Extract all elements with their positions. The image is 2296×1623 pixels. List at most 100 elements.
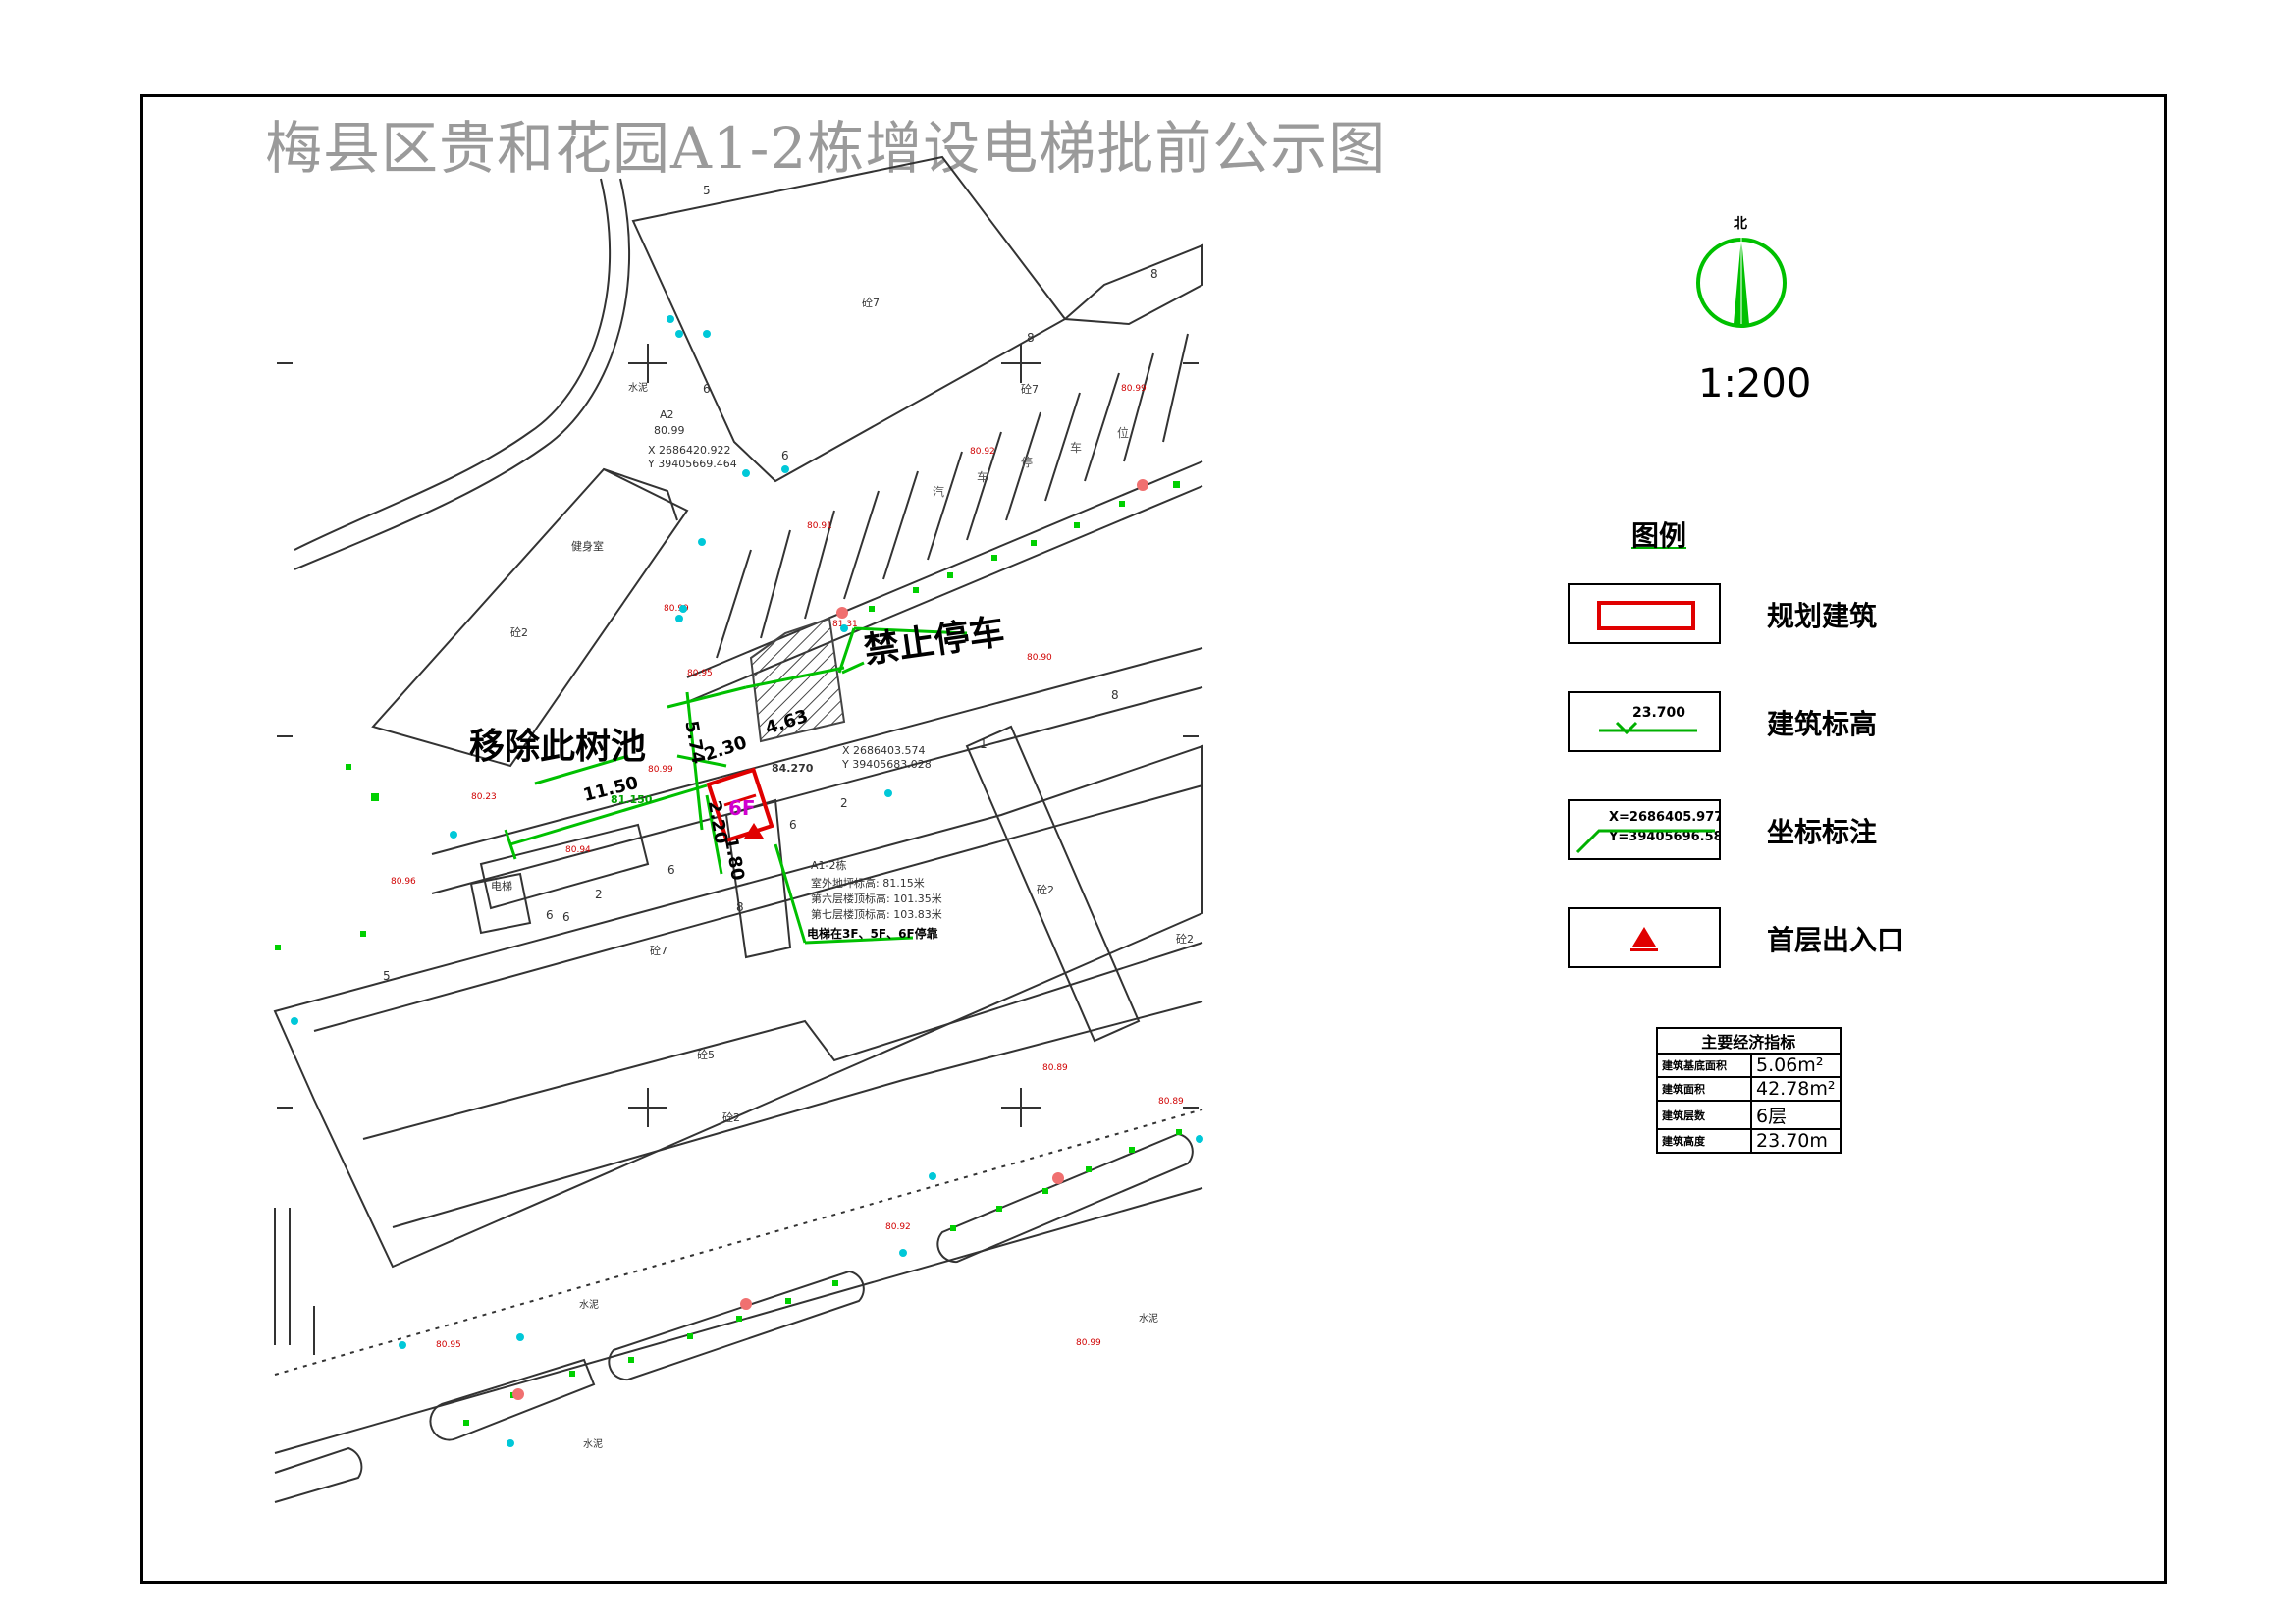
north-label: 北 bbox=[1734, 216, 1747, 232]
building-note-2: 第六层楼顶标高: 101.35米 bbox=[811, 892, 942, 905]
coordinate-sample-x: X=2686405.977 bbox=[1609, 810, 1719, 825]
coord-b-x: X 2686403.574 bbox=[842, 744, 926, 757]
indicator-key: 建筑基底面积 bbox=[1656, 1053, 1752, 1078]
building-floor-label: 砼7 bbox=[862, 297, 880, 309]
indicator-value: 6层 bbox=[1750, 1100, 1842, 1130]
coord-a2-x: X 2686420.922 bbox=[648, 444, 731, 457]
floor-number: 5 bbox=[383, 969, 391, 983]
floor-number: 8 bbox=[1111, 688, 1119, 702]
spot-elev: 80.99 bbox=[664, 604, 689, 614]
spot-elev: 80.94 bbox=[565, 845, 591, 855]
legend-item-elevation: 23.700 bbox=[1568, 691, 1721, 752]
road-label: 水泥 bbox=[579, 1298, 599, 1311]
floor-number: 5 bbox=[703, 184, 711, 197]
legend-label-elevation: 建筑标高 bbox=[1767, 708, 1878, 740]
dimension-lines bbox=[504, 626, 968, 945]
spot-elev: 80.92 bbox=[970, 447, 995, 457]
point-a2-value: 80.99 bbox=[654, 424, 685, 437]
economic-indicators-table: 主要经济指标 建筑基底面积 5.06m² 建筑面积 42.78m² 建筑层数 6… bbox=[1656, 1027, 1842, 1154]
building-note-3: 第七层楼顶标高: 103.83米 bbox=[811, 907, 942, 921]
entrance-marker bbox=[744, 823, 764, 839]
building-note-1: 室外地坪标高: 81.15米 bbox=[811, 876, 925, 890]
elevation-sample: 23.700 bbox=[1632, 705, 1685, 721]
north-arrow: 北 bbox=[1696, 216, 1787, 328]
legend-label-planned-building: 规划建筑 bbox=[1767, 600, 1878, 632]
floor-number: 6 bbox=[703, 382, 711, 396]
parking-word-5: 位 bbox=[1117, 425, 1129, 440]
indicator-key: 建筑高度 bbox=[1656, 1128, 1752, 1154]
spot-elev: 80.91 bbox=[807, 521, 832, 531]
floor-number: 8 bbox=[1150, 267, 1158, 281]
stop-note: 电梯在3F、5F、6F停靠 bbox=[807, 926, 938, 941]
building-floor-label: 砼2 bbox=[722, 1111, 740, 1124]
elevation-swatch: 23.700 bbox=[1599, 705, 1697, 735]
vegetation-markers bbox=[275, 315, 1203, 1447]
spot-elev: 80.99 bbox=[1076, 1338, 1101, 1348]
floor-number: 6 bbox=[781, 449, 789, 462]
floor-number: 6 bbox=[667, 863, 675, 877]
gym-label: 健身室 bbox=[571, 539, 604, 553]
building-main bbox=[273, 744, 1203, 1269]
coord-a2-y: Y 39405669.464 bbox=[647, 458, 737, 470]
scale-label: 1:200 bbox=[1698, 361, 1812, 406]
parking-word-2: 车 bbox=[977, 469, 988, 484]
floor-number: 2 bbox=[840, 796, 848, 810]
dim-180: 1.80 bbox=[721, 836, 748, 882]
building-floor-label: 砼7 bbox=[1021, 383, 1039, 396]
building-floor-label: 砼7 bbox=[650, 945, 667, 957]
floor-number: 6 bbox=[546, 908, 554, 922]
grid-marks bbox=[277, 344, 1199, 1127]
floor-number: 8 bbox=[1027, 331, 1035, 345]
legend-label-coordinate: 坐标标注 bbox=[1767, 816, 1878, 848]
entrance-swatch bbox=[1630, 927, 1658, 951]
road-label: 水泥 bbox=[628, 381, 648, 394]
spot-elev: 80.95 bbox=[687, 669, 713, 678]
road-label: 水泥 bbox=[583, 1437, 603, 1450]
spot-elevations: 80.99 80.92 80.91 80.99 81.31 80.95 80.9… bbox=[391, 384, 1184, 1350]
table-row: 建筑高度 23.70m bbox=[1656, 1128, 1842, 1154]
legend-item-coordinate: X=2686405.977 Y=39405696.584 bbox=[1568, 799, 1732, 860]
road-curve-left bbox=[294, 178, 612, 551]
building-top-side bbox=[1062, 243, 1203, 326]
floor-number: 1 bbox=[980, 737, 988, 751]
spot-elev: 80.96 bbox=[391, 877, 416, 887]
indicator-value: 42.78m² bbox=[1750, 1076, 1842, 1102]
elev-tag: 84.270 bbox=[772, 762, 814, 775]
drawing-frame bbox=[140, 94, 2167, 1584]
page-title: 梅县区贵和花园A1-2栋增设电梯批前公示图 bbox=[265, 115, 1387, 182]
coordinate-swatch: X=2686405.977 Y=39405696.584 bbox=[1575, 810, 1732, 854]
planned-building-swatch bbox=[1597, 601, 1695, 630]
indicator-key: 建筑面积 bbox=[1656, 1076, 1752, 1102]
spot-elev: 81.31 bbox=[832, 620, 858, 629]
floor-number: 8 bbox=[736, 900, 744, 914]
remove-tree-label: 移除此树池 bbox=[469, 727, 646, 767]
road-curve-left-inner bbox=[294, 178, 631, 570]
legend-label-entrance: 首层出入口 bbox=[1767, 924, 1905, 956]
spot-elev: 80.90 bbox=[1027, 653, 1052, 663]
parking-word-4: 车 bbox=[1070, 440, 1082, 455]
table-row: 建筑基底面积 5.06m² bbox=[1656, 1053, 1842, 1078]
parking-word-3: 停 bbox=[1021, 455, 1033, 469]
legend-item-entrance bbox=[1568, 907, 1721, 968]
coord-b-y: Y 39405683.028 bbox=[841, 758, 932, 771]
building-floor-label: 砼2 bbox=[1037, 884, 1054, 896]
building-name: A1-2栋 bbox=[811, 858, 847, 872]
point-a2: A2 bbox=[660, 408, 674, 421]
legend-item-planned-building bbox=[1568, 583, 1721, 644]
spot-elev: 80.89 bbox=[1158, 1097, 1184, 1107]
road-label: 水泥 bbox=[1139, 1312, 1158, 1325]
table-row: 建筑层数 6层 bbox=[1656, 1100, 1842, 1130]
elev-tag-2: 81.150 bbox=[611, 793, 653, 806]
building-floor-label: 砼2 bbox=[510, 626, 528, 639]
indicators-heading: 主要经济指标 bbox=[1656, 1027, 1842, 1055]
indicator-value: 23.70m bbox=[1750, 1128, 1842, 1154]
elevator-label: 电梯 bbox=[491, 880, 512, 893]
coordinate-sample-y: Y=39405696.584 bbox=[1608, 830, 1719, 844]
spot-elev: 80.23 bbox=[471, 792, 497, 802]
building-gym bbox=[371, 467, 689, 768]
building-floor-label: 砼2 bbox=[1176, 933, 1194, 946]
parking-word-1: 汽 bbox=[933, 484, 944, 499]
building-top bbox=[631, 155, 1067, 483]
